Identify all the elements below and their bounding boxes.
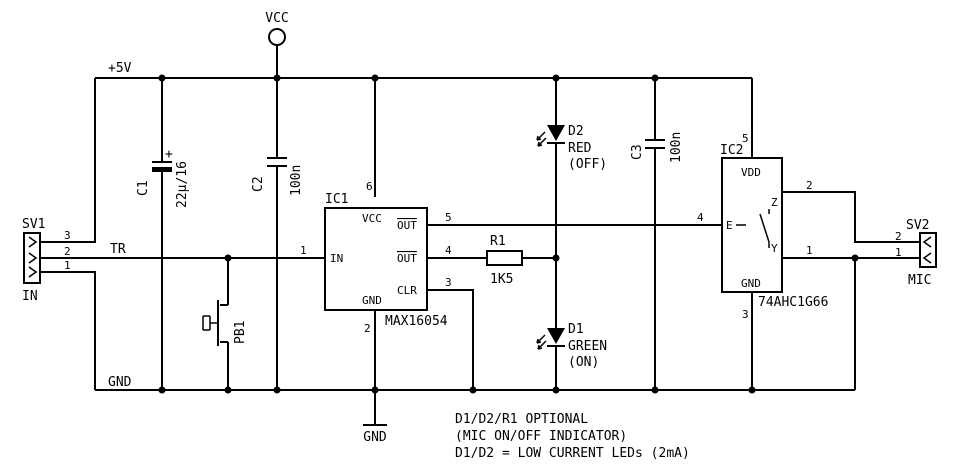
capacitor-c3: C3 100n [630,132,684,163]
d1-color: GREEN [568,339,607,354]
sv1-connector: SV1 IN 3 2 1 [22,217,71,304]
c3-name: C3 [630,144,645,160]
c1-polarity: + [165,147,173,162]
ic1-pin-gnd-label: GND [362,294,382,307]
plus5v-label: +5V [108,61,132,76]
sv1-pin-2: 2 [64,245,71,258]
c1-value: 22µ/16 [175,161,190,208]
pb1-name: PB1 [233,321,248,344]
ic1-name: IC1 [325,192,348,207]
ic1-pin-2: 2 [364,322,371,335]
ic2-name: IC2 [720,143,743,158]
sv2-pin-1: 1 [895,246,902,259]
sv2-connector: SV2 MIC 2 1 [895,218,937,288]
d2-state: (OFF) [568,157,607,172]
sv1-name: SV1 [22,217,45,232]
ic2-74ahc1g66: IC2 74AHC1G66 VDD GND E Z Y 5 4 2 1 3 [697,132,828,321]
ic2-pin-1: 1 [806,244,813,257]
wires [40,46,920,425]
ic2-part: 74AHC1G66 [758,295,828,310]
ic2-pin-gnd-label: GND [741,277,761,290]
sv2-label: MIC [908,273,931,288]
ic1-pin-3: 3 [445,276,452,289]
note-line-3: D1/D2 = LOW CURRENT LEDs (2mA) [455,446,690,461]
d1-state: (ON) [568,355,599,370]
r1-value: 1K5 [490,272,513,287]
note-line-2: (MIC ON/OFF INDICATOR) [455,429,627,444]
c3-value: 100n [669,132,684,163]
ic2-pin-vdd-label: VDD [741,166,761,179]
resistor-r1: R1 1K5 [486,234,523,287]
ic1-pin-in-label: IN [330,252,343,265]
ic1-max16054: IC1 MAX16054 VCC IN OUT OUT GND CLR 6 1 … [300,180,452,335]
sv1-label: IN [22,289,38,304]
ic1-part: MAX16054 [385,314,448,329]
note-line-1: D1/D2/R1 OPTIONAL [455,412,588,427]
capacitor-c2: C2 100n [251,157,304,196]
pushbutton-pb1: PB1 [202,300,248,346]
vcc-terminal: VCC [265,11,289,46]
notes: D1/D2/R1 OPTIONAL (MIC ON/OFF INDICATOR)… [455,412,690,461]
ic2-pin-y-label: Y [771,242,778,255]
ic2-pin-5: 5 [742,132,749,145]
sv1-pin-3: 3 [64,229,71,242]
gnd-symbol-label: GND [363,430,387,445]
ic2-pin-2: 2 [806,179,813,192]
ic1-pin-clr-label: CLR [397,284,417,297]
d2-name: D2 [568,124,584,139]
ic1-pin-vcc-label: VCC [362,212,382,225]
ic1-pin-out-label: OUT [397,219,417,232]
gnd-symbol: GND [363,424,387,445]
c2-value: 100n [289,165,304,196]
ic1-pin-outbar-label: OUT [397,252,417,265]
ic1-pin-6: 6 [366,180,373,193]
tr-label: TR [110,242,126,257]
ic1-pin-5: 5 [445,211,452,224]
capacitor-c1: + C1 22µ/16 [136,147,190,208]
d1-name: D1 [568,322,584,337]
ic2-pin-4: 4 [697,211,704,224]
gnd-rail-label: GND [108,375,132,390]
sv2-pin-2: 2 [895,230,902,243]
led-d2: D2 RED (OFF) [536,124,607,172]
led-d1: D1 GREEN (ON) [536,322,607,370]
sv2-name: SV2 [906,218,929,233]
ic2-pin-3: 3 [742,308,749,321]
c2-name: C2 [251,176,266,192]
ic2-pin-z-label: Z [771,196,778,209]
junctions [158,74,859,394]
d2-color: RED [568,141,592,156]
vcc-label: VCC [265,11,288,26]
r1-name: R1 [490,234,506,249]
ic1-pin-1: 1 [300,244,307,257]
sv1-pin-1: 1 [64,259,71,272]
ic1-pin-4: 4 [445,244,452,257]
c1-name: C1 [136,180,151,196]
ic2-pin-e-label: E [726,219,733,232]
